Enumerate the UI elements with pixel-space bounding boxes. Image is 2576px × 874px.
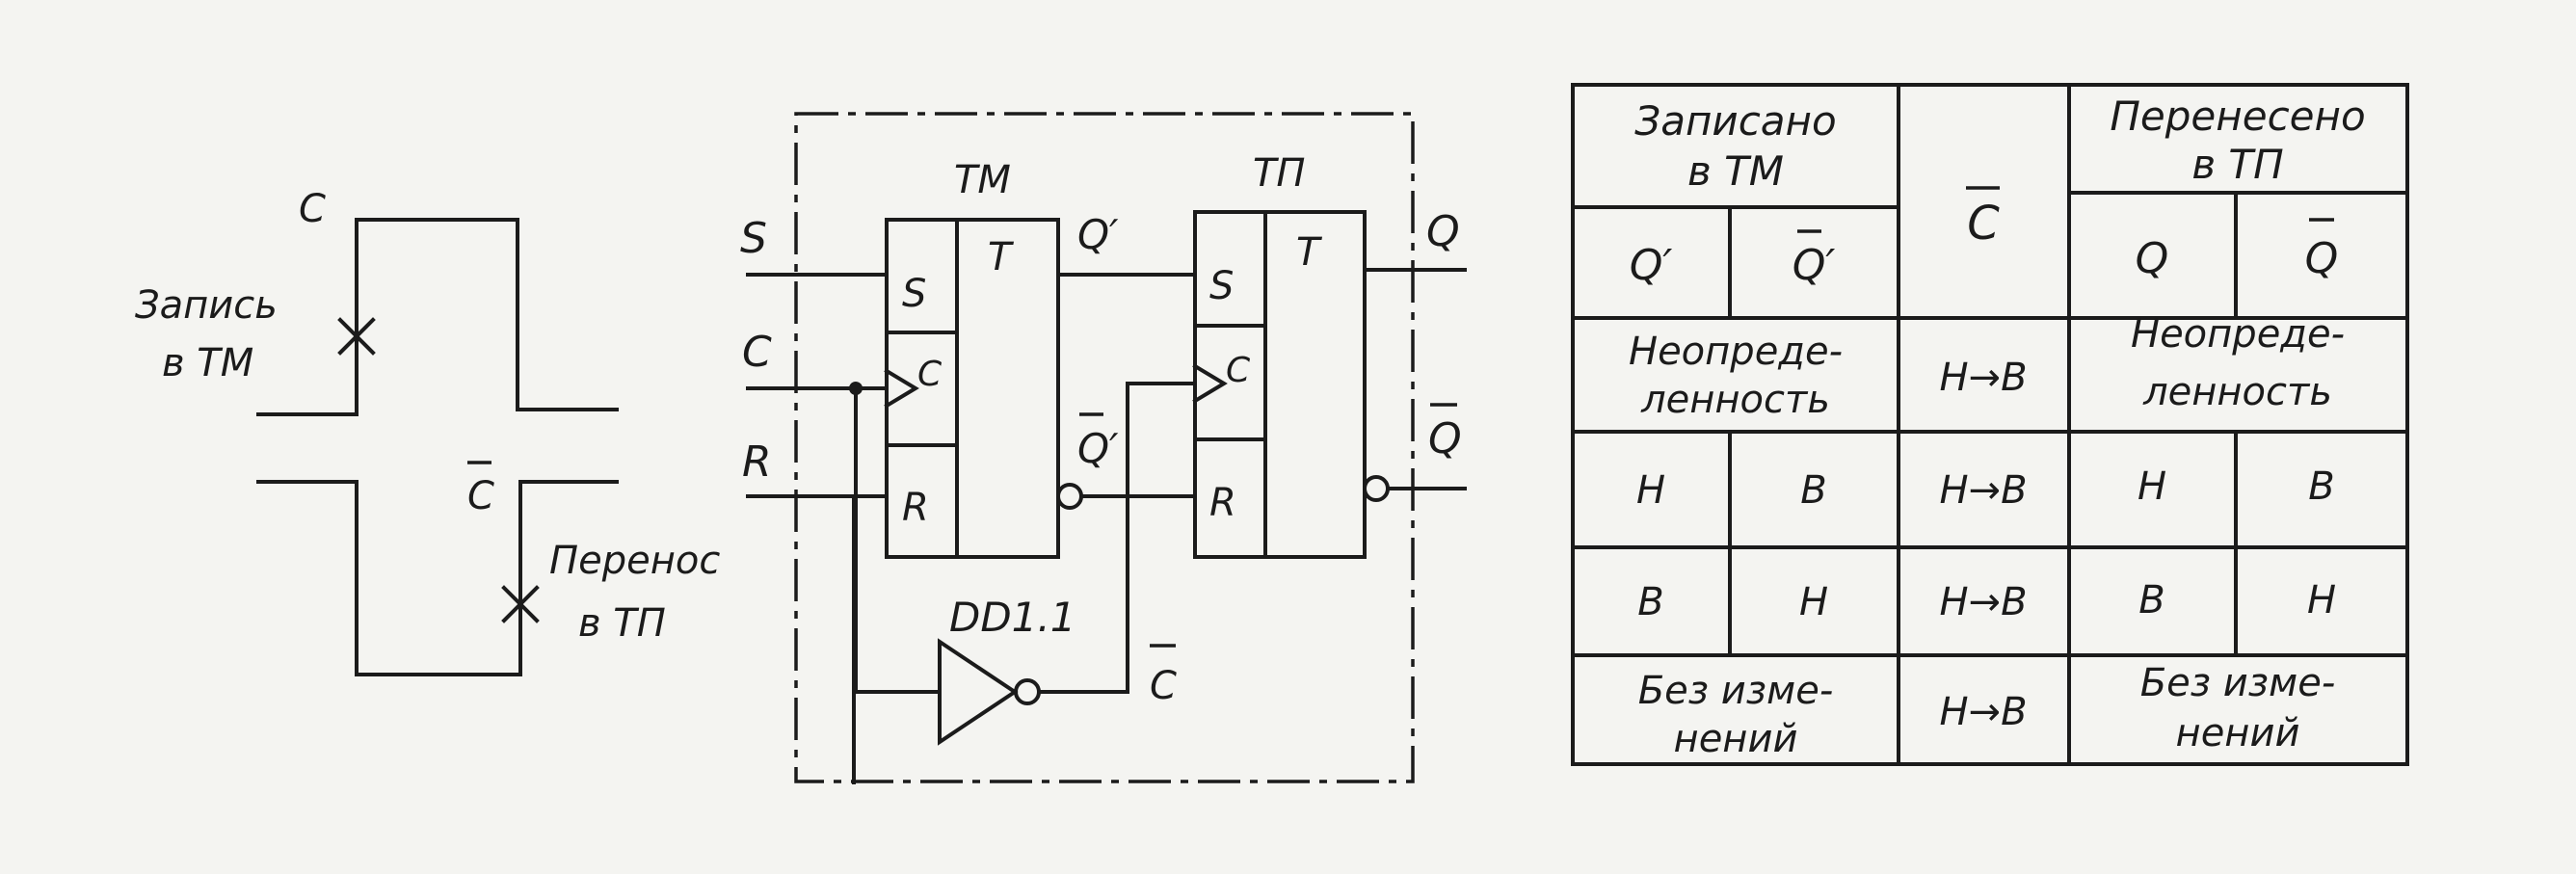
- inverter-out-label: C: [1150, 664, 1177, 708]
- tm-pin-c: C: [917, 355, 943, 394]
- head-cbar: C: [1967, 197, 2000, 251]
- col-q: Q: [2136, 234, 2169, 283]
- row4-left-2: нений: [1674, 717, 1798, 761]
- row2-e: В: [2308, 464, 2334, 509]
- timing-cbar-label: C: [467, 474, 494, 518]
- tp-qbar-bubble: [1363, 475, 1390, 502]
- tp-pin-r: R: [1209, 481, 1236, 525]
- row4-c: Н→В: [1939, 690, 2027, 734]
- col-q-prime-bar: Q′: [1793, 241, 1836, 290]
- row2-b: В: [1800, 468, 1826, 513]
- inverter-label: DD1.1: [949, 594, 1076, 641]
- write-label-1: Запись: [135, 283, 278, 328]
- tp-pin-c: C: [1226, 351, 1251, 390]
- transfer-label-1: Перенос: [549, 539, 720, 583]
- inverter-dd1: [938, 382, 1197, 746]
- c-waveform: [256, 218, 619, 416]
- head-written-2: в ТМ: [1687, 147, 1784, 195]
- col-q-bar: Q: [2305, 234, 2339, 283]
- q-prime-label: Q′: [1077, 211, 1119, 258]
- cbar-waveform: [256, 480, 619, 676]
- tp-label: ТП: [1253, 151, 1306, 196]
- row4-right-2: нений: [2176, 711, 2300, 755]
- head-transferred-2: в ТП: [2191, 141, 2283, 188]
- row3-a: В: [1637, 580, 1663, 624]
- row3-b: Н: [1799, 580, 1828, 624]
- circuit-enclosure: [794, 112, 1415, 783]
- tm-pin-t: T: [988, 235, 1015, 279]
- tm-label: ТМ: [954, 158, 1011, 202]
- timing-c-label: C: [299, 187, 326, 231]
- transfer-marker: [501, 585, 540, 623]
- input-r-label: R: [742, 437, 772, 487]
- timing-diagram: C C Запись в ТМ Перенос в ТП: [135, 187, 720, 676]
- table-border: [1571, 83, 2409, 766]
- write-marker: [337, 317, 376, 356]
- input-s-label: S: [740, 214, 767, 263]
- row4-right-1: Без изме-: [2140, 661, 2336, 705]
- out-qbar-label: Q: [1428, 414, 1462, 463]
- row3-d: В: [2138, 578, 2164, 622]
- wire-c-to-inverter: [854, 386, 942, 694]
- row2-a: Н: [1636, 468, 1665, 513]
- row3-e: Н: [2307, 578, 2336, 622]
- row1-c: Н→В: [1939, 356, 2027, 400]
- head-transferred-1: Перенесено: [2110, 93, 2365, 140]
- row1-left-1: Неопреде-: [1629, 330, 1843, 374]
- row2-c: Н→В: [1939, 468, 2027, 513]
- tp-pin-t: T: [1296, 230, 1323, 275]
- tm-pin-s: S: [902, 272, 926, 316]
- circuit: ТМ S C R T ТП S C R T S C R: [740, 112, 1467, 784]
- truth-table: Записано в ТМ C Перенесено в ТП Q′ Q′ Q …: [1571, 83, 2409, 766]
- row1-right-2: ленность: [2142, 370, 2332, 414]
- write-label-2: в ТМ: [162, 341, 253, 385]
- tm-pin-r: R: [902, 486, 929, 530]
- transfer-label-2: в ТП: [578, 601, 666, 646]
- out-q-label: Q: [1426, 207, 1460, 256]
- row2-d: Н: [2138, 464, 2166, 509]
- row3-c: Н→В: [1939, 580, 2027, 624]
- tm-qbar-bubble: [1056, 483, 1083, 510]
- q-prime-bar-label: Q′: [1077, 425, 1119, 472]
- row1-left-2: ленность: [1640, 378, 1830, 422]
- tp-pin-s: S: [1209, 264, 1234, 308]
- input-c-label: C: [742, 328, 772, 377]
- head-written-1: Записано: [1634, 97, 1836, 145]
- col-q-prime: Q′: [1630, 241, 1673, 290]
- row4-left-1: Без изме-: [1638, 669, 1834, 713]
- row1-right-1: Неопреде-: [2131, 312, 2345, 357]
